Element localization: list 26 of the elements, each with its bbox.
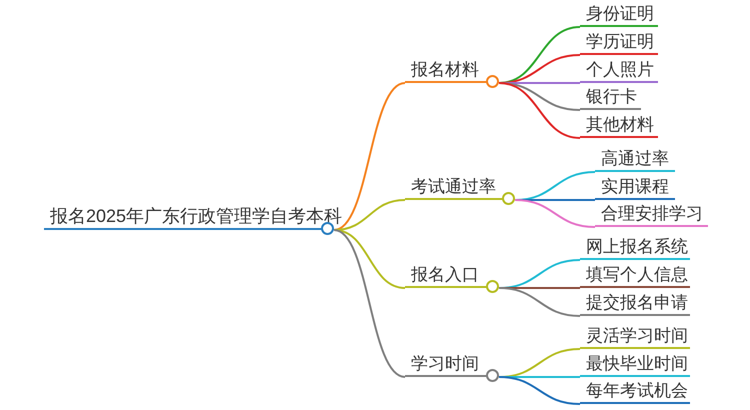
topic-label: 报名入口 xyxy=(411,266,479,286)
topic-label: 高通过率 xyxy=(601,150,669,170)
branch-connector xyxy=(334,229,406,378)
topic-label: 学历证明 xyxy=(586,33,654,53)
topic-label: 实用课程 xyxy=(601,178,669,198)
topic-label: 提交报名申请 xyxy=(586,294,688,314)
branch-connector xyxy=(334,82,406,231)
branch-connector xyxy=(498,287,580,317)
topic-label: 报名2025年广东行政管理学自考本科 xyxy=(50,207,342,228)
branch-connector xyxy=(514,199,596,228)
topic-label: 身份证明 xyxy=(586,5,654,25)
topic-label: 每年考试机会 xyxy=(586,382,688,402)
topic-label: 考试通过率 xyxy=(411,178,496,198)
topic-label: 报名材料 xyxy=(411,61,479,81)
topic-label: 银行卡 xyxy=(586,88,637,108)
topic-label: 个人照片 xyxy=(586,61,654,81)
topic-label: 最快毕业时间 xyxy=(586,355,688,375)
topic-label: 其他材料 xyxy=(586,116,654,136)
topic-label: 学习时间 xyxy=(411,355,479,375)
topic-label: 网上报名系统 xyxy=(586,238,688,258)
branch-connector xyxy=(334,229,406,289)
branch-connector xyxy=(498,376,580,405)
topic-label: 合理安排学习 xyxy=(601,205,703,225)
topic-label: 灵活学习时间 xyxy=(586,327,688,347)
topic-label: 填写个人信息 xyxy=(586,266,688,286)
branch-connector xyxy=(498,82,580,139)
